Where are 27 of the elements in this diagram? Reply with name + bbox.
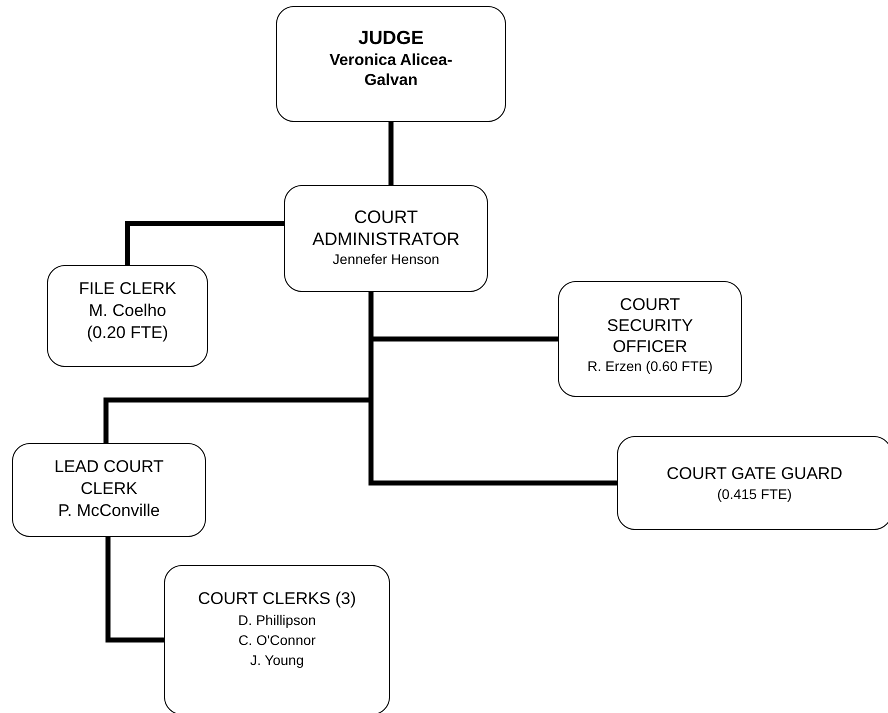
staff-detail: D. Phillipson	[238, 611, 316, 630]
position-title: COURT CLERKS (3)	[198, 588, 356, 610]
lead-court-clerk-box	[12, 443, 206, 537]
position-title: COURT SECURITY OFFICER	[606, 294, 694, 357]
connector-line	[106, 537, 164, 642]
position-title: LEAD COURT CLERK	[53, 456, 165, 500]
position-title: JUDGE	[358, 27, 424, 51]
staff-detail: R. Erzen (0.60 FTE)	[587, 357, 713, 375]
position-title: COURT GATE GUARD	[666, 463, 842, 485]
staff-detail: Jennefer Henson	[332, 250, 440, 268]
position-title: COURT ADMINISTRATOR	[311, 206, 461, 250]
file-clerk-box	[47, 265, 208, 367]
court-clerks-box	[164, 565, 390, 713]
staff-detail: J. Young	[250, 651, 304, 670]
position-title: FILE CLERK	[78, 278, 176, 300]
connector-line	[388, 122, 394, 185]
staff-detail: C. O'Connor	[238, 631, 316, 650]
staff-detail: (0.20 FTE)	[86, 322, 168, 344]
security-officer-box	[558, 281, 742, 397]
connector-line	[125, 221, 284, 265]
gate-guard-box	[617, 436, 888, 530]
staff-detail: Veronica Alicea-Galvan	[328, 50, 454, 91]
staff-detail: (0.415 FTE)	[717, 485, 792, 503]
staff-detail: M. Coelho	[88, 300, 166, 322]
administrator-box	[284, 185, 488, 292]
judge-box	[276, 6, 506, 122]
staff-detail: P. McConville	[58, 500, 160, 522]
